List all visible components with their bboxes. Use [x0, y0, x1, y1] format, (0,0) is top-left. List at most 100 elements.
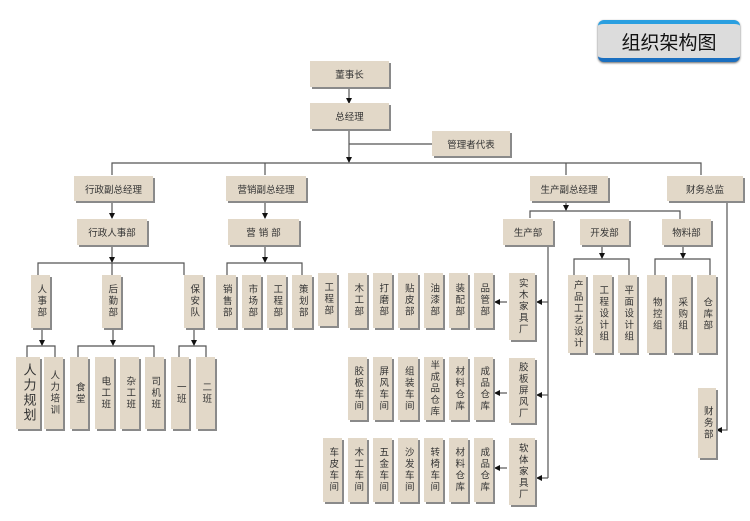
org-node-f2: 胶板屏风厂 [509, 358, 535, 423]
org-node-label: 软体家具厂 [516, 442, 528, 501]
org-node-label: 行政人事部 [88, 228, 136, 239]
org-node-label: 开发部 [590, 228, 619, 239]
org-node-label: 后勤部 [106, 284, 118, 319]
org-node-label: 半成品仓库 [428, 359, 440, 418]
org-node-label: 二班 [200, 381, 212, 405]
org-node-f1: 实木家具厂 [509, 273, 535, 340]
org-node-label: 生产副总经理 [540, 184, 598, 196]
org-node-electric: 电工班 [95, 357, 114, 429]
org-node-label: 人力规划 [20, 363, 36, 423]
org-node-label: 产品工艺设计 [571, 279, 583, 349]
org-node-s-eng2: 工程部 [318, 273, 337, 326]
org-node-label: 转椅车间 [428, 447, 440, 493]
org-node-d-graphic: 平面设计组 [618, 275, 637, 353]
org-node-label: 五金车间 [377, 447, 389, 493]
org-node-logistics: 后勤部 [102, 275, 121, 328]
org-node-label: 工程设计组 [597, 285, 609, 343]
org-node-f2-screen: 屏风车间 [373, 357, 392, 420]
org-node-label: 一班 [174, 381, 186, 405]
chart-title: 组织架构图 [598, 20, 740, 62]
org-node-label: 行政副总经理 [84, 184, 142, 196]
org-node-label: 油漆部 [428, 283, 440, 318]
org-node-f2-semi: 半成品仓库 [424, 357, 443, 420]
org-node-d-eng: 工程设计组 [593, 275, 612, 353]
org-node-label: 销售部 [220, 284, 232, 319]
org-node-label: 品管部 [478, 283, 490, 318]
org-node-label: 管理者代表 [447, 139, 495, 151]
org-node-label: 营 销 部 [246, 228, 281, 239]
org-node-sales-vp: 营销副总经理 [226, 176, 306, 201]
org-node-f1-paint: 油漆部 [424, 273, 443, 328]
org-node-label: 装配部 [453, 283, 465, 318]
org-node-label: 成品仓库 [478, 447, 490, 493]
org-node-label: 木工部 [352, 283, 364, 318]
org-node-d-craft: 产品工艺设计 [568, 275, 586, 353]
org-node-prod-vp: 生产副总经理 [530, 176, 608, 201]
org-node-shift2: 二班 [196, 357, 215, 429]
org-node-label: 贴皮部 [402, 283, 414, 318]
org-node-f2-assem: 组装车间 [398, 357, 418, 420]
org-node-label: 营销副总经理 [237, 184, 295, 196]
org-node-f1-qc: 品管部 [474, 273, 493, 328]
org-node-label: 组装车间 [402, 365, 414, 412]
org-node-label: 工程部 [322, 282, 334, 317]
org-node-label: 电工班 [99, 375, 111, 411]
org-node-label: 实木家具厂 [516, 277, 528, 336]
org-node-s-market: 市场部 [242, 275, 261, 328]
org-node-label: 仓库部 [701, 296, 713, 332]
org-node-label: 人事部 [35, 284, 47, 319]
org-node-f3-leather: 车皮车间 [323, 438, 342, 502]
org-node-m-ctrl: 物控组 [647, 275, 665, 353]
org-node-label: 人力培训 [48, 370, 60, 416]
org-node-f3-hw: 五金车间 [373, 438, 392, 502]
org-node-label: 保安队 [188, 284, 200, 319]
org-node-sales-dept: 营 销 部 [228, 219, 299, 245]
org-node-label: 市场部 [246, 284, 258, 319]
org-node-label: 董事长 [335, 70, 364, 81]
org-node-label: 车皮车间 [327, 447, 339, 493]
org-node-label: 食堂 [73, 381, 85, 405]
org-node-label: 材料仓库 [453, 365, 465, 412]
org-node-label: 木工车间 [352, 447, 364, 493]
org-node-f3-wood: 木工车间 [348, 438, 367, 502]
org-node-s-plan: 策划部 [292, 275, 312, 328]
org-node-hr: 人事部 [31, 275, 50, 328]
org-node-f2-mat: 材料仓库 [449, 357, 468, 420]
org-node-label: 胶板车间 [352, 365, 364, 412]
org-node-mgmt-rep: 管理者代表 [432, 131, 510, 156]
org-node-misc: 杂工班 [120, 357, 139, 429]
org-node-s-eng: 工程部 [267, 275, 286, 328]
org-node-f2-board: 胶板车间 [348, 357, 367, 420]
org-node-shift1: 一班 [171, 357, 189, 429]
org-node-label: 成品仓库 [478, 365, 490, 412]
org-node-f1-wood: 木工部 [348, 273, 367, 328]
org-node-gm: 总经理 [310, 103, 389, 129]
org-node-hr-train: 人力培训 [44, 357, 63, 429]
org-node-label: 财务总监 [685, 184, 724, 196]
org-node-f2-fin: 成品仓库 [474, 357, 493, 420]
org-node-f3-fin: 成品仓库 [474, 438, 493, 502]
org-node-label: 财务部 [701, 405, 713, 441]
org-node-m-buy: 采购组 [672, 275, 691, 353]
org-node-label: 生产部 [513, 228, 543, 239]
org-node-label: 司机班 [149, 375, 161, 411]
org-node-label: 物控组 [650, 296, 662, 332]
org-node-label: 工程部 [271, 284, 283, 319]
org-node-material-dept: 物料部 [662, 219, 711, 245]
org-node-admin-vp: 行政副总经理 [74, 176, 153, 201]
org-node-f3-sofa: 沙发车间 [398, 438, 418, 502]
org-node-m-store: 仓库部 [697, 275, 716, 353]
org-node-finance: 财务部 [698, 388, 716, 458]
org-node-label: 杂工班 [124, 375, 136, 411]
org-node-driver: 司机班 [145, 357, 164, 429]
org-node-label: 策划部 [296, 284, 308, 319]
org-node-cfo: 财务总监 [667, 176, 743, 201]
org-node-chairman: 董事长 [310, 61, 389, 87]
org-node-f3-mat: 材料仓库 [449, 438, 468, 502]
org-node-f1-assem: 装配部 [449, 273, 468, 328]
org-node-admin-hr: 行政人事部 [77, 219, 147, 245]
org-node-prod-dept: 生产部 [503, 219, 553, 245]
org-node-hr-plan: 人力规划 [16, 357, 40, 429]
org-node-label: 沙发车间 [402, 447, 414, 493]
